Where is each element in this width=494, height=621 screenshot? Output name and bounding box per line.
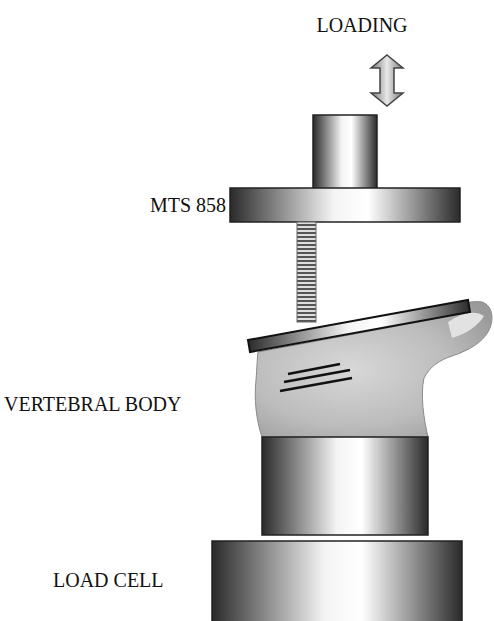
actuator-platen: [230, 188, 460, 222]
posterior-process: [448, 313, 484, 338]
tilted-plate: [248, 300, 470, 352]
part-label: LOAD CELL: [53, 569, 164, 591]
load-direction-label: LOADING: [316, 14, 407, 36]
part-label: VERTEBRAL BODY: [4, 393, 182, 415]
threaded-rod: [297, 222, 316, 322]
load-cell: [212, 541, 462, 621]
cut-lines: [280, 364, 352, 391]
loading-arrow: [371, 55, 403, 106]
support-cylinder: [262, 437, 428, 535]
part-label: MTS 858: [150, 194, 226, 216]
actuator-piston: [313, 115, 377, 189]
